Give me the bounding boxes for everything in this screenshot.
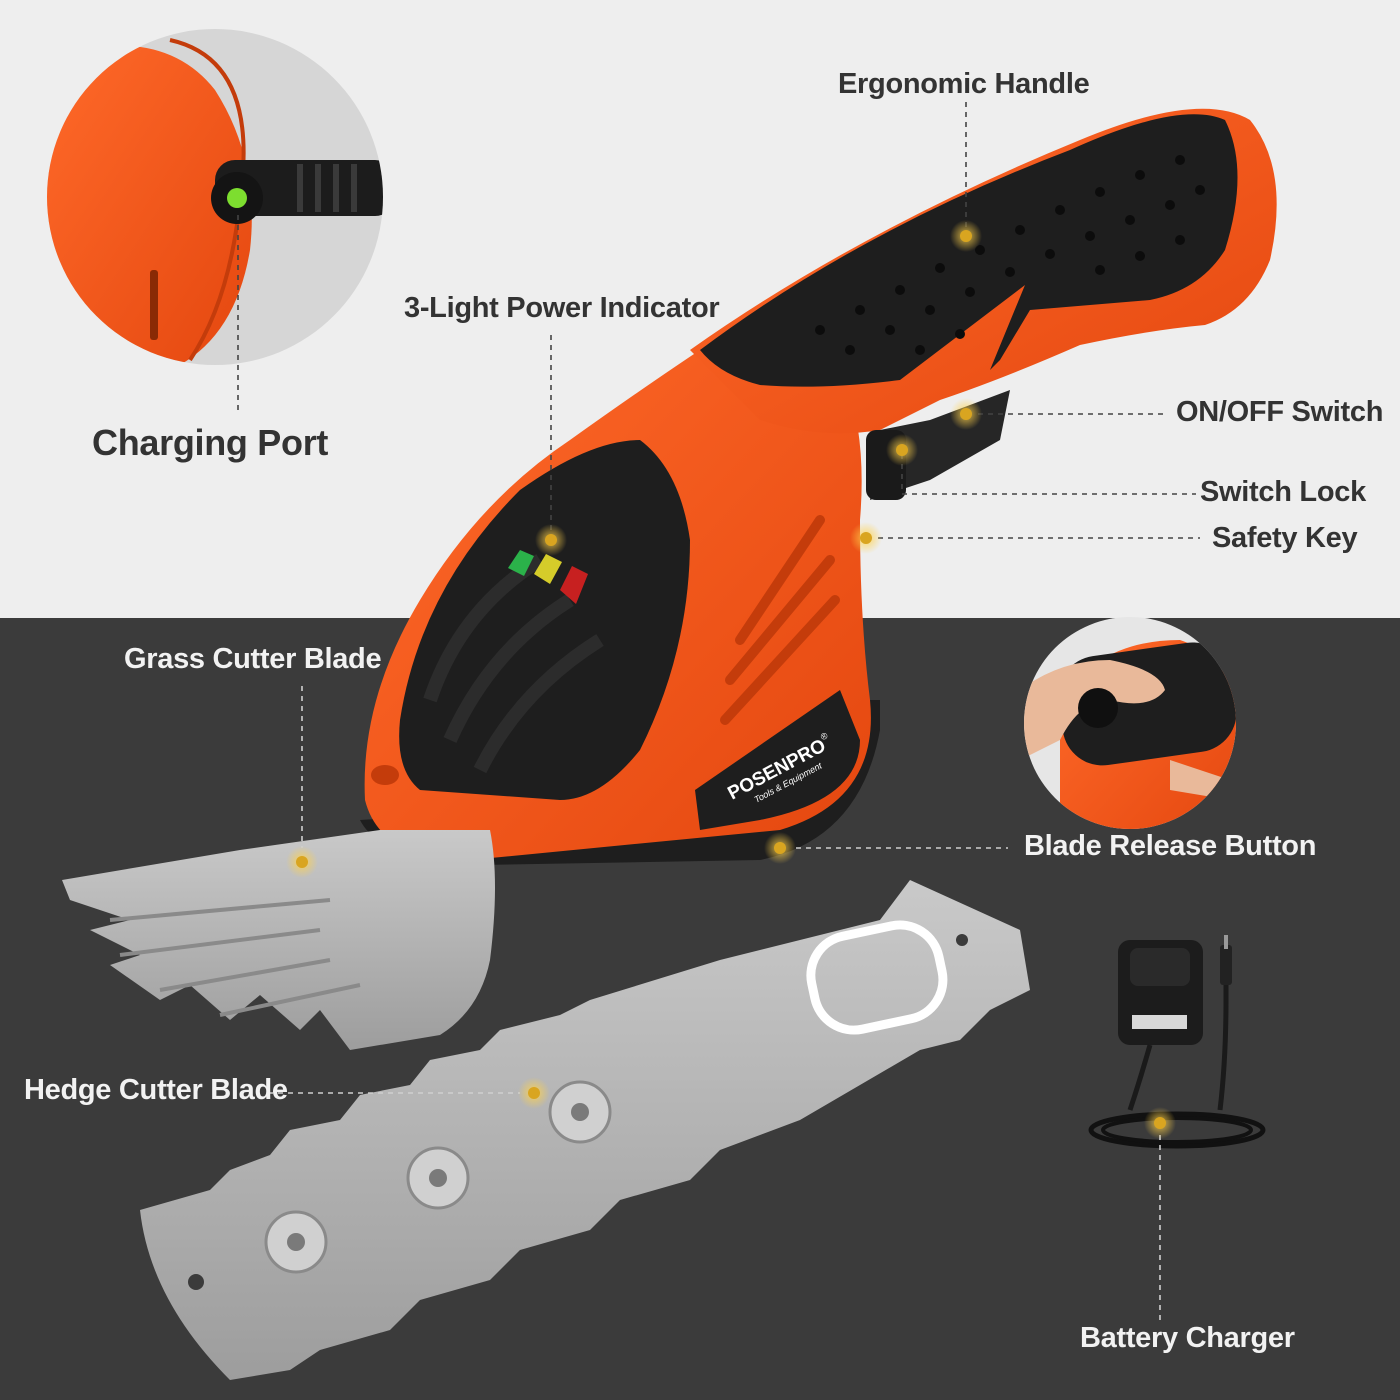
label-blade-release-button: Blade Release Button	[1024, 830, 1317, 862]
marker-safety-key	[850, 522, 882, 554]
label-ergonomic-handle: Ergonomic Handle	[838, 68, 1090, 100]
marker-switch-lock	[886, 434, 918, 466]
label-hedge-cutter-blade: Hedge Cutter Blade	[24, 1074, 288, 1106]
marker-battery-charger	[1144, 1107, 1176, 1139]
marker-grass-blade	[286, 846, 318, 878]
power-indicator-lights	[508, 550, 588, 604]
brand-registered-mark: ®	[819, 730, 830, 742]
label-safety-key: Safety Key	[1212, 522, 1358, 554]
marker-on-off-switch	[950, 398, 982, 430]
label-battery-charger: Battery Charger	[1080, 1322, 1295, 1354]
grass-cutter-blade	[62, 830, 495, 1050]
hedge-cutter-blade	[140, 880, 1030, 1380]
marker-blade-release	[764, 832, 796, 864]
label-on-off-switch: ON/OFF Switch	[1176, 396, 1384, 428]
marker-ergonomic-handle	[950, 220, 982, 252]
marker-power-indicator	[535, 524, 567, 556]
battery-charger	[1088, 935, 1266, 1149]
label-power-indicator: 3-Light Power Indicator	[404, 292, 720, 324]
label-charging-port: Charging Port	[92, 422, 329, 463]
callout-markers	[286, 220, 1176, 1139]
grip-texture	[815, 155, 1205, 355]
charging-port-inset	[47, 29, 383, 365]
blade-release-inset	[1024, 617, 1236, 829]
marker-hedge-blade	[518, 1077, 550, 1109]
label-switch-lock: Switch Lock	[1200, 476, 1366, 508]
leader-lines	[237, 102, 1200, 1325]
label-grass-cutter-blade: Grass Cutter Blade	[124, 643, 382, 675]
